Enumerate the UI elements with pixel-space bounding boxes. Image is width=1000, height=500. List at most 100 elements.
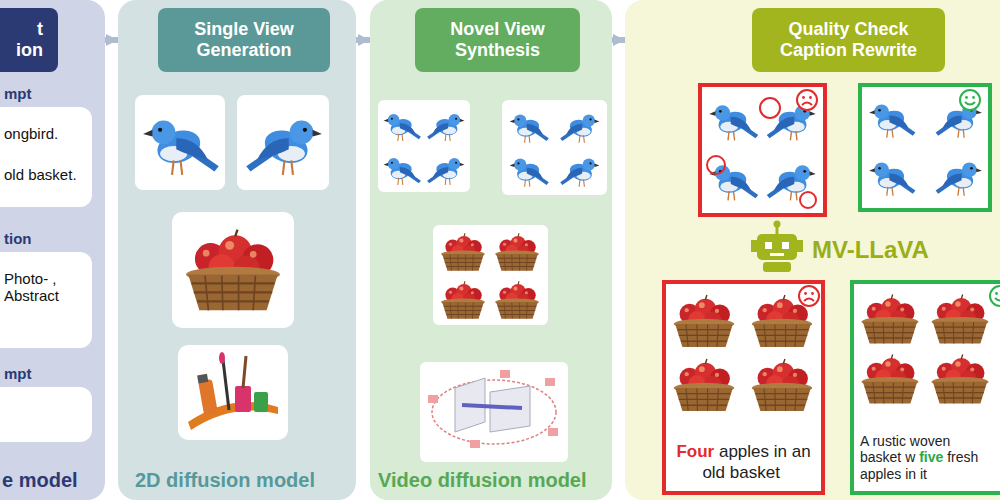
rejected-bird-views [700,85,825,215]
accepted-basket-views-part [931,355,988,404]
bird-views-part [427,158,464,185]
accepted-bird-views-part [869,104,915,137]
bird-image-part [246,120,322,174]
accepted-bird-views [860,85,990,210]
apple-basket-image-part [172,212,294,328]
accepted-basket-views [854,284,1000,491]
stage-panel: 2D diffusion model Single View Generation [118,0,356,500]
bird-views-part [510,115,549,143]
text-group: Quality Check Caption Rewrite [760,19,937,60]
bird-image-part [135,95,225,190]
camera-orbit-part [420,362,568,462]
bird-views-part [378,100,470,192]
camera-orbit-part [490,386,530,432]
robot-icon-part [774,221,781,228]
bird-views-part [384,114,421,141]
apple-basket-image-part [186,230,280,311]
rejected-bird-views-part [700,85,825,215]
robot-icon-part [751,240,757,252]
robot-icon-part [763,262,791,272]
caption-text: Four [676,442,714,461]
panel-label: MV-LLaVA [812,236,929,264]
bird-views-part [502,100,607,195]
camera-orbit-part [500,370,510,378]
basket-views-part [441,281,485,318]
rejected-basket-views-part [674,359,734,411]
apple-basket-image [172,212,294,328]
accepted-basket-views-part [990,286,1000,306]
caption-box: Fourapples in an old basket [662,280,825,495]
rejected-basket-views-part [674,295,734,347]
text-group: tionPhoto- , Abstract [4,270,86,305]
rejected-basket-views-part [799,286,819,306]
rejected-basket-views-part [752,359,812,411]
accepted-bird-views-part [860,85,990,210]
caption-text: apples in an old basket [702,442,810,481]
header-label: Quality Check Caption Rewrite [760,19,937,60]
stage-panel: e model t ion mptongbird.old basket. tionPh… [0,0,105,500]
art-tools-image-part [178,345,288,440]
rejected-bird-views-part [709,105,758,140]
bird-views [378,100,470,192]
bird-views-part [560,159,599,187]
header-box: t ion [0,8,58,72]
basket-views [433,225,548,325]
accepted-bird-views-part [869,162,915,195]
prompt-box: mptongbird.old basket. [0,107,92,207]
camera-orbit-part [545,378,555,386]
text-group: A rustic woven basket wfivefresh apples … [860,433,994,483]
caption-text: mpt [4,365,32,382]
caption-text: ongbird. [4,125,86,142]
bird-views-part [510,159,549,187]
header-box: Single View Generation [158,8,330,72]
flow-arrow [356,37,370,43]
panel-label: e model [2,469,78,492]
robot-icon-part [757,234,797,260]
rejected-bird-views-part [760,98,780,118]
robot-icon-part [765,242,772,249]
robot-icon [751,221,803,273]
basket-views-part [495,281,539,318]
text-group: Novel View Synthesis [423,19,572,60]
camera-orbit-part [428,395,438,403]
bird-image [237,95,329,190]
text-group: t ion [13,19,43,60]
panel-label: 2D diffusion model [135,469,315,492]
rejected-bird-views-part [767,105,816,140]
rejected-basket-views-part [752,295,812,347]
panel-label: Video diffusion model [378,469,587,492]
bird-views [502,100,607,195]
accepted-basket-views-part [861,295,918,344]
rejected-bird-views-part [707,156,725,174]
accepted-basket-views-part [854,284,1000,491]
flow-arrow [612,37,625,43]
accepted-basket-views-part [861,355,918,404]
stage-panel: MV-LLaVA Quality Check Caption RewriteFou… [625,0,1000,500]
text-group: Fourapples in an old basket [666,442,821,483]
bird-views-part [384,158,421,185]
robot-icon-part [782,242,789,249]
robot-icon-part [797,240,803,252]
camera-orbit [420,362,568,462]
text-group: Single View Generation [166,19,322,60]
rejected-basket-views-part [666,284,821,491]
bird-views-part [427,114,464,141]
accepted-bird-views-part [936,104,982,137]
basket-views-part [441,233,485,270]
camera-orbit-part [462,405,522,408]
caption-text: mpt [4,85,32,102]
bird-image-part [237,95,329,190]
caption-box: A rustic woven basket wfivefresh apples … [850,280,1000,495]
rejected-bird-views-part [797,90,817,110]
bird-views-part [560,115,599,143]
rejected-bird-views-part [709,165,758,200]
rejected-bird-views-part [800,192,816,208]
camera-orbit-part [548,428,558,436]
robot-icon-part [770,253,784,256]
camera-orbit-part [470,440,480,448]
rejected-basket-views [666,284,821,491]
bird-image-part [143,120,219,174]
stage-panel: Video diffusion model Novel View Synthesi… [370,0,612,500]
header-box: Novel View Synthesis [415,8,580,72]
